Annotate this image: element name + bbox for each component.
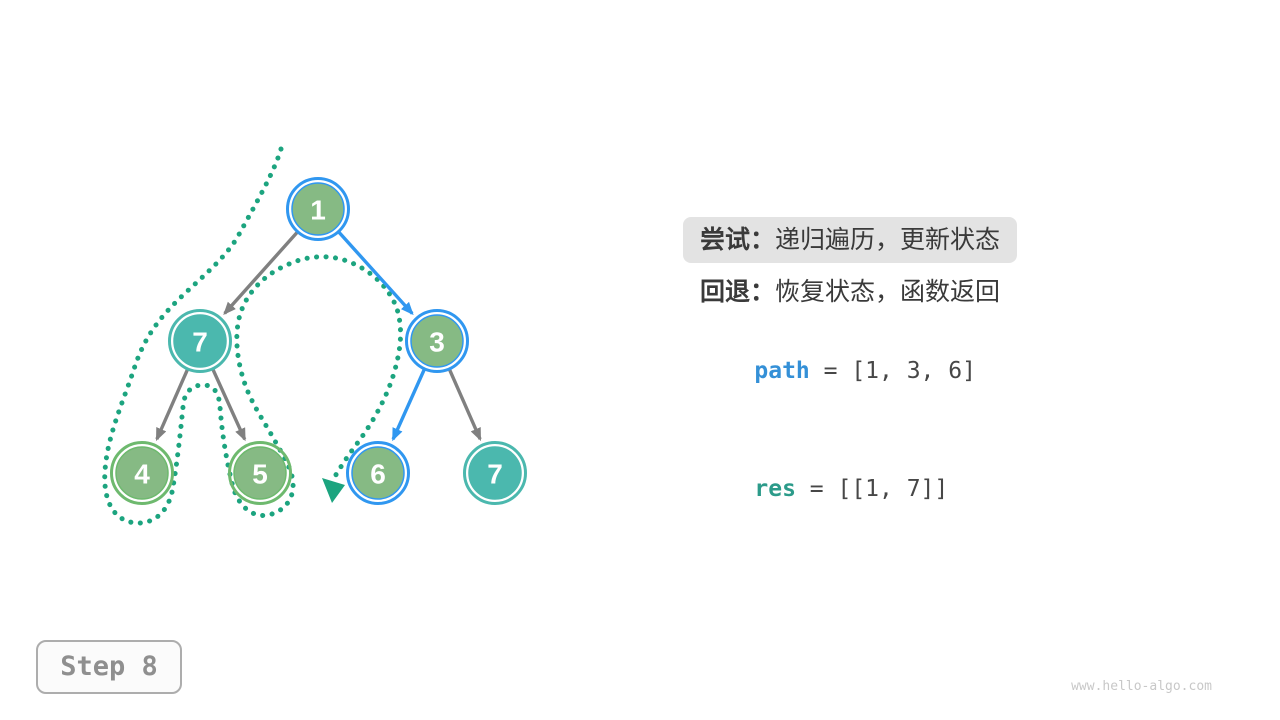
res-variable: res = [[1, 7]] (699, 447, 948, 502)
tree-node-n4: 4 (110, 441, 174, 505)
try-callout: 尝试：递归遍历，更新状态 (683, 217, 1018, 263)
step-label: Step 8 (60, 651, 158, 682)
try-text: 递归遍历，更新状态 (775, 226, 1001, 254)
path-variable: path = [1, 3, 6] (699, 329, 976, 384)
res-variable-value: = [[1, 7]] (795, 476, 949, 502)
backtrack-callout: 回退：恢复状态，函数返回 (700, 279, 1000, 306)
try-label: 尝试： (700, 226, 776, 254)
tree-node-label: 7 (192, 327, 208, 358)
tree-node-label: 1 (310, 195, 326, 226)
backtrack-text: 恢复状态，函数返回 (775, 278, 1001, 306)
tree-edge-1-3 (337, 230, 414, 316)
tree-edge-3-7 (447, 368, 482, 442)
tree-node-n7r: 7 (463, 441, 527, 505)
tree-node-n5: 5 (228, 441, 292, 505)
step-badge: Step 8 (36, 640, 182, 694)
path-variable-value: = [1, 3, 6] (809, 358, 976, 384)
tree-node-label: 4 (134, 459, 150, 490)
tree-edge-1-7 (223, 230, 299, 316)
tree-node-n3: 3 (405, 309, 469, 373)
tree-edge-3-6 (391, 368, 426, 442)
tree-node-label: 3 (429, 327, 445, 358)
traversal-dotted-path (102, 146, 404, 526)
watermark: www.hello-algo.com (1071, 679, 1212, 694)
path-variable-name: path (754, 358, 810, 384)
tree-node-label: 5 (252, 459, 268, 490)
res-variable-name: res (754, 476, 796, 502)
tree-edge-7-4 (155, 368, 190, 442)
traversal-arrowhead-icon (322, 478, 345, 503)
backtrack-label: 回退： (700, 278, 776, 306)
tree-node-label: 6 (370, 459, 386, 490)
tree-edge-7-5 (211, 368, 247, 442)
tree-node-label: 7 (487, 459, 503, 490)
tree-node-n1: 1 (286, 177, 350, 241)
tree-node-n6: 6 (346, 441, 410, 505)
tree-node-n7l: 7 (168, 309, 232, 373)
